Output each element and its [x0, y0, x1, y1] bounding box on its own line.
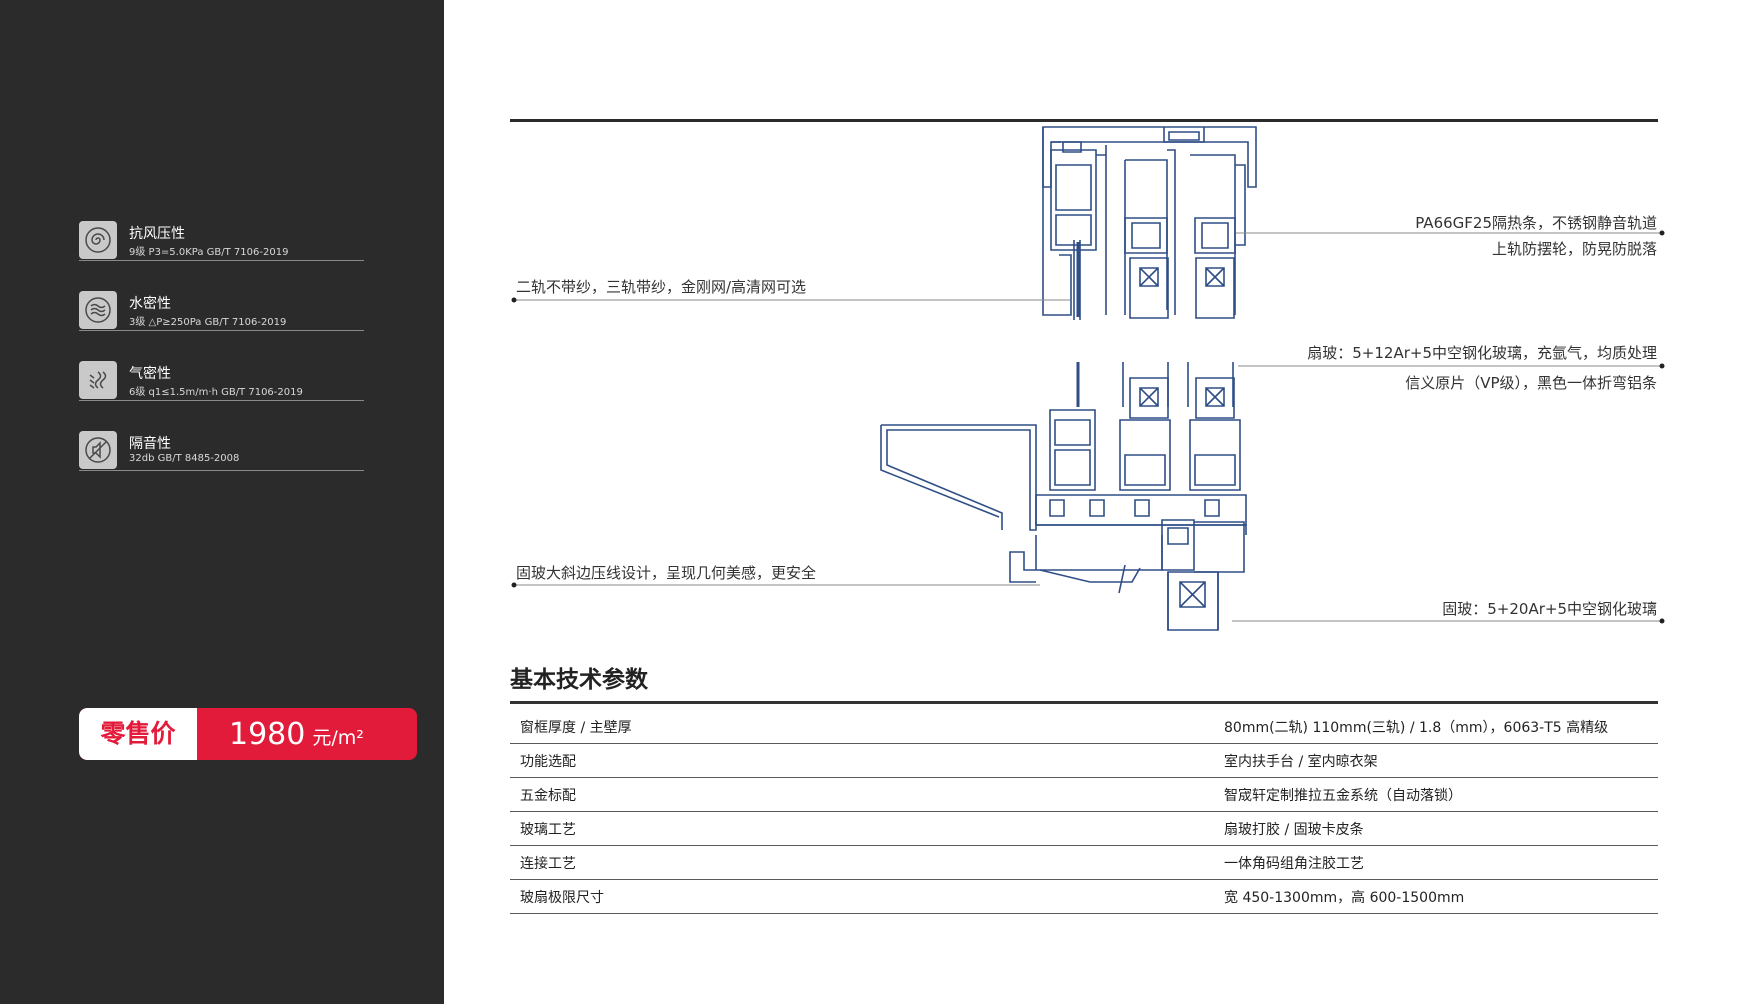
- perf-spec: 3级 △P≥250Pa GB/T 7106-2019: [129, 317, 287, 328]
- perf-spec: 32db GB/T 8485-2008: [129, 453, 240, 464]
- table-row: 连接工艺 一体角码组角注胶工艺: [510, 846, 1658, 880]
- sidebar: 抗风压性 9级 P3=5.0KPa GB/T 7106-2019 水密性 3级 …: [0, 0, 444, 1004]
- callout-screen-option: 二轨不带纱，三轨带纱，金刚网/高清网可选: [516, 278, 807, 296]
- wind-pressure-icon: [79, 221, 117, 259]
- perf-item-sound-insulation: 隔音性 32db GB/T 8485-2008: [79, 431, 364, 479]
- spec-key: 五金标配: [520, 788, 576, 804]
- table-row: 功能选配 室内扶手台 / 室内晾衣架: [510, 744, 1658, 778]
- perf-title: 抗风压性: [129, 226, 185, 242]
- sound-insulation-icon: [79, 431, 117, 469]
- table-row: 五金标配 智宬轩定制推拉五金系统（自动落锁）: [510, 778, 1658, 812]
- price-label: 零售价: [79, 708, 197, 760]
- price-number: 1980: [229, 717, 306, 752]
- callout-glass-source: 信义原片（VP级），黑色一体折弯铝条: [1405, 374, 1657, 392]
- spec-value: 宽 450-1300mm，高 600-1500mm: [1224, 890, 1465, 906]
- table-row: 玻璃工艺 扇玻打胶 / 固玻卡皮条: [510, 812, 1658, 846]
- perf-title: 水密性: [129, 296, 171, 312]
- perf-spec: 6级 q1≤1.5m/m·h GB/T 7106-2019: [129, 387, 303, 398]
- price-unit: 元/m²: [312, 727, 364, 749]
- section-rule: [510, 701, 1658, 704]
- air-tightness-icon: [79, 361, 117, 399]
- top-rule: [510, 119, 1658, 122]
- section-title: 基本技术参数: [510, 667, 648, 693]
- spec-key: 窗框厚度 / 主壁厚: [520, 720, 632, 736]
- spec-key: 玻扇极限尺寸: [520, 890, 604, 906]
- spec-value: 一体角码组角注胶工艺: [1224, 856, 1364, 872]
- spec-key: 玻璃工艺: [520, 822, 576, 838]
- water-tightness-icon: [79, 291, 117, 329]
- spec-table: 窗框厚度 / 主壁厚 80mm(二轨) 110mm(三轨) / 1.8（mm），…: [510, 710, 1658, 914]
- spec-key: 功能选配: [520, 754, 576, 770]
- spec-value: 智宬轩定制推拉五金系统（自动落锁）: [1224, 788, 1462, 804]
- callout-sash-glass: 扇玻：5+12Ar+5中空钢化玻璃，充氩气，均质处理: [1307, 344, 1657, 362]
- perf-spec: 9级 P3=5.0KPa GB/T 7106-2019: [129, 247, 289, 258]
- spec-key: 连接工艺: [520, 856, 576, 872]
- divider: [79, 400, 364, 401]
- price-value: 1980 元/m²: [229, 708, 364, 760]
- callout-fixed-glass: 固玻：5+20Ar+5中空钢化玻璃: [1442, 600, 1657, 618]
- divider: [79, 470, 364, 471]
- divider: [79, 260, 364, 261]
- perf-title: 隔音性: [129, 436, 171, 452]
- divider: [79, 330, 364, 331]
- spec-value: 扇玻打胶 / 固玻卡皮条: [1224, 822, 1364, 838]
- perf-item-water-tightness: 水密性 3级 △P≥250Pa GB/T 7106-2019: [79, 291, 364, 339]
- perf-item-air-tightness: 气密性 6级 q1≤1.5m/m·h GB/T 7106-2019: [79, 361, 364, 409]
- callout-anti-sway: 上轨防摆轮，防晃防脱落: [1491, 240, 1657, 258]
- perf-title: 气密性: [129, 366, 171, 382]
- spec-value: 室内扶手台 / 室内晾衣架: [1224, 754, 1378, 770]
- perf-item-wind-pressure: 抗风压性 9级 P3=5.0KPa GB/T 7106-2019: [79, 221, 364, 269]
- callout-bevel-bead: 固玻大斜边压线设计，呈现几何美感，更安全: [516, 564, 817, 582]
- table-row: 窗框厚度 / 主壁厚 80mm(二轨) 110mm(三轨) / 1.8（mm），…: [510, 710, 1658, 744]
- spec-value: 80mm(二轨) 110mm(三轨) / 1.8（mm），6063-T5 高精级: [1224, 720, 1609, 736]
- table-row: 玻扇极限尺寸 宽 450-1300mm，高 600-1500mm: [510, 880, 1658, 914]
- callout-thermal-break: PA66GF25隔热条，不锈钢静音轨道: [1415, 214, 1657, 232]
- price-badge: 零售价 1980 元/m²: [79, 708, 417, 760]
